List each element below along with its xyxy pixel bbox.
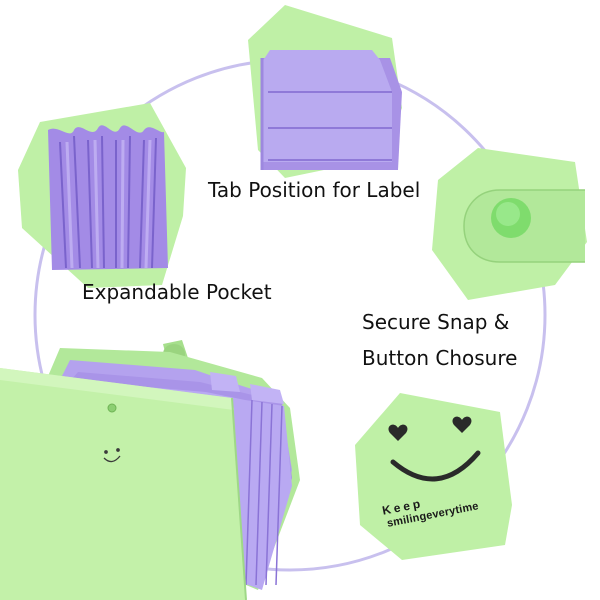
expandable-pocket-label: Expandable Pocket [82,280,272,304]
expanding-file-folder [0,340,300,600]
front-smile-icon [103,448,121,463]
right-heart-eye-icon [452,416,472,433]
tab-position-hexagon [248,5,402,178]
snap-closure-label-line2: Button Chosure [362,346,518,370]
smile-mouth [390,450,481,482]
tab-position-label: Tab Position for Label [208,178,421,202]
snap-button-hexagon [432,148,587,300]
left-heart-eye-icon [388,424,408,441]
smile-hexagon [355,393,512,560]
expandable-pocket-hexagon [18,103,186,288]
snap-closure-label-line1: Secure Snap & [362,310,510,334]
